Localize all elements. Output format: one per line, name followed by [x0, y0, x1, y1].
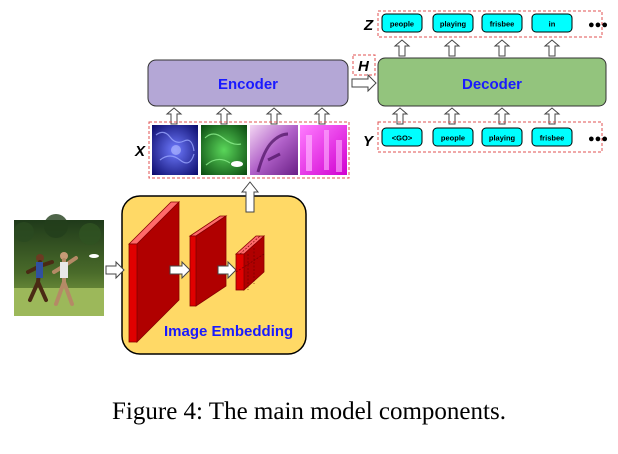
output-token-box [481, 13, 523, 33]
input-token-label: frisbee [540, 134, 565, 143]
output-token-box [432, 13, 474, 33]
decoder-input-arrow [443, 107, 461, 125]
decoder-box [377, 57, 607, 107]
input-token-box [432, 127, 474, 147]
input-token-label: <GO> [392, 134, 413, 143]
output-ellipsis: ●●● [588, 19, 608, 31]
decoder-input-arrow [543, 107, 561, 125]
cnn-arrow-2 [217, 260, 237, 280]
decoder-input-arrow [493, 107, 511, 125]
figure-caption: Figure 4: The main model components. [112, 398, 506, 425]
h-frame [352, 54, 376, 76]
output-token-label: in [549, 20, 556, 29]
h-label: H [358, 58, 370, 75]
decoder-output-arrow [493, 39, 511, 57]
cnn-layer-1 [128, 201, 180, 343]
input-token-label: playing [489, 134, 516, 143]
output-token-label: playing [440, 20, 467, 29]
cnn-layer-2 [188, 215, 228, 307]
decoder-output-arrow [543, 39, 561, 57]
image-embedding-label: Image Embedding [164, 323, 293, 340]
x-label: X [134, 143, 146, 160]
decoder-arrows [391, 39, 561, 125]
cnn-layer-3 [234, 235, 266, 291]
input-token-box [381, 127, 423, 147]
input-token-box [531, 127, 573, 147]
feature-map-green [201, 125, 247, 175]
feature-map-blue [152, 125, 198, 175]
encoder-label: Encoder [218, 76, 278, 93]
cnn-arrow-1 [169, 260, 191, 280]
input-token-row: <GO> people playing frisbee ●●● [381, 127, 608, 147]
y-row-frame [377, 121, 603, 153]
input-ellipsis: ●●● [588, 133, 608, 145]
photo-to-cnn-arrow [105, 260, 125, 280]
input-token-label: people [441, 134, 465, 143]
y-label: Y [363, 133, 375, 150]
decoder-label: Decoder [462, 76, 522, 93]
decoder-output-arrow [393, 39, 411, 57]
embedding-up-arrow [240, 181, 260, 213]
output-token-label: frisbee [490, 20, 515, 29]
photo-icon [14, 214, 104, 316]
x-row-frame [148, 121, 350, 179]
output-token-box [381, 13, 423, 33]
h-arrow [351, 73, 377, 93]
encoder-box [147, 59, 349, 107]
feature-map-magenta [300, 125, 347, 175]
output-token-row: people playing frisbee in ●●● [381, 13, 608, 33]
feature-map-pink [250, 125, 298, 175]
z-label: Z [363, 17, 374, 34]
output-token-label: people [390, 20, 414, 29]
output-token-box [531, 13, 573, 33]
decoder-output-arrow [443, 39, 461, 57]
input-token-box [481, 127, 523, 147]
z-row-frame [377, 10, 603, 38]
